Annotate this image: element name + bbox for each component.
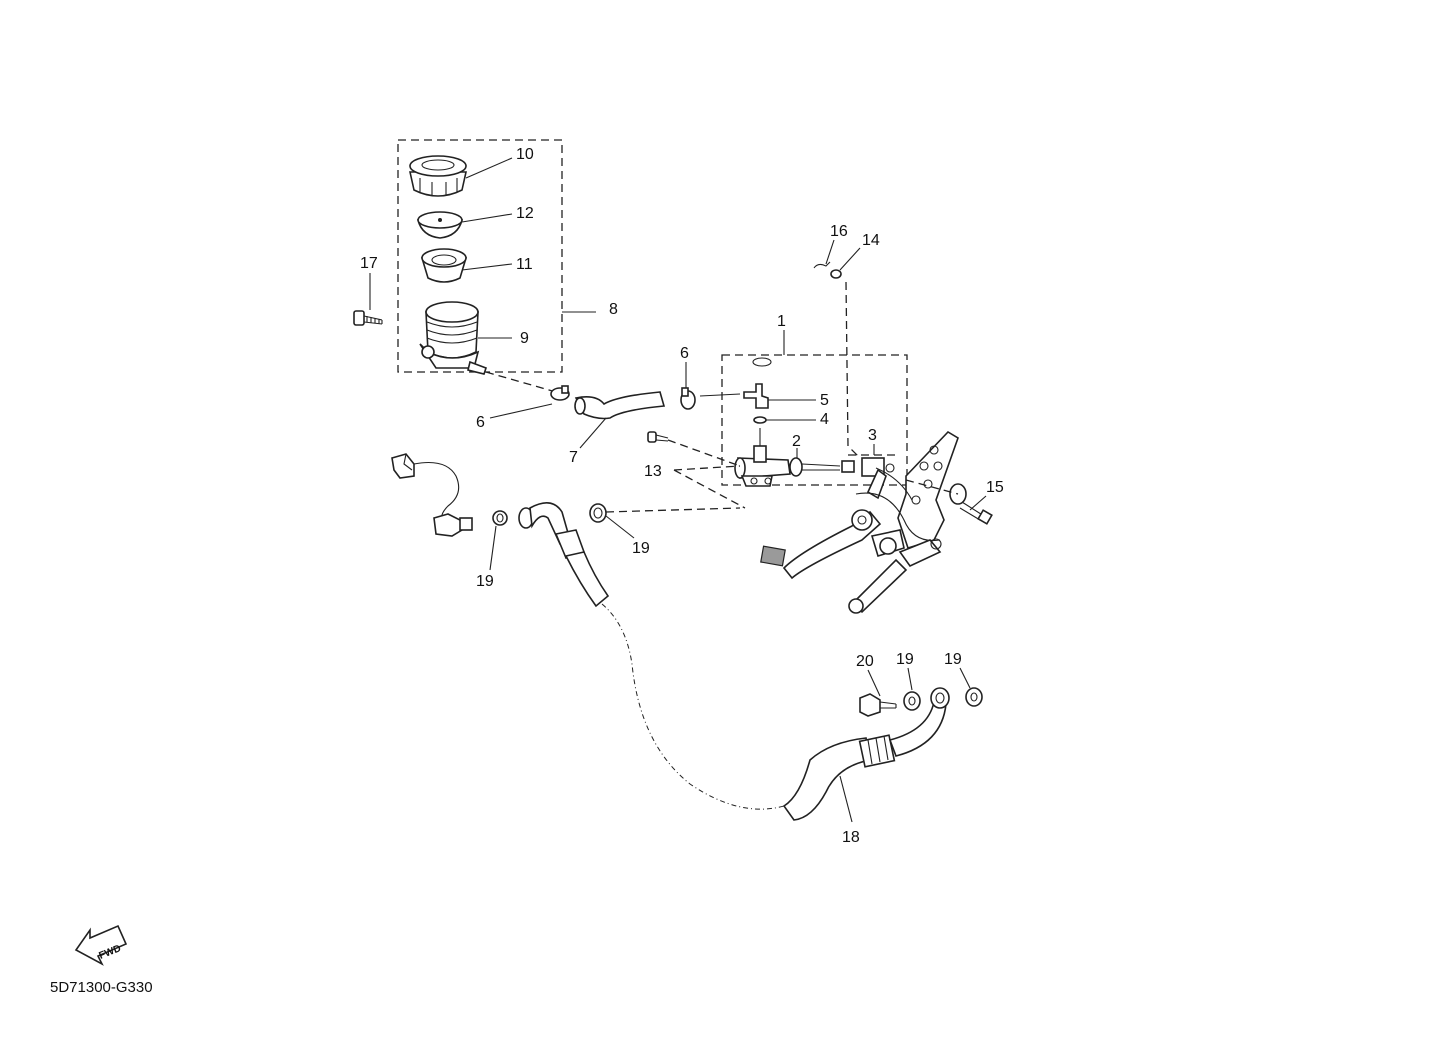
callout-5: 5 (820, 392, 829, 409)
diaphragm (420, 248, 468, 283)
callout-6-right: 6 (680, 345, 689, 362)
callout-14: 14 (862, 232, 880, 249)
reservoir-bolt (353, 310, 383, 326)
pivot-bolt (949, 483, 993, 525)
reservoir-cap (409, 155, 467, 197)
callout-20: 20 (856, 653, 874, 670)
group-box-1 (721, 354, 908, 486)
callout-10: 10 (516, 146, 534, 163)
callout-19-d: 19 (944, 651, 962, 668)
crush-washer-1 (492, 510, 508, 526)
callout-17: 17 (360, 255, 378, 272)
callout-15: 15 (986, 479, 1004, 496)
callout-11: 11 (516, 256, 533, 273)
crush-washer-2 (589, 503, 607, 523)
callout-13: 13 (644, 463, 662, 480)
piston-boot (789, 457, 841, 477)
callout-1: 1 (777, 313, 786, 330)
callout-16: 16 (830, 223, 848, 240)
cylinder-bolt (647, 431, 669, 443)
heel-guard-link (848, 529, 942, 614)
reservoir-body (419, 301, 488, 375)
crush-washer-3 (903, 691, 921, 711)
o-ring (753, 416, 767, 424)
drawing-code: 5D71300-G330 (50, 979, 153, 996)
circlip (752, 357, 772, 367)
callout-4: 4 (820, 411, 829, 428)
master-cylinder (734, 445, 791, 487)
callout-19-c: 19 (896, 651, 914, 668)
callout-12: 12 (516, 205, 534, 222)
crush-washer-4 (965, 687, 983, 707)
brake-hose (518, 502, 610, 608)
hose-joint (743, 383, 769, 409)
cotter-pin (813, 261, 831, 269)
union-bolt (859, 693, 897, 717)
callout-8: 8 (609, 301, 618, 318)
footrest-bracket (897, 430, 959, 549)
callout-2: 2 (792, 433, 801, 450)
hose-clamp-right (680, 387, 696, 410)
brake-light-switch (391, 453, 473, 537)
group-box-8 (397, 139, 563, 373)
reservoir-hose (574, 391, 666, 420)
forward-arrow-icon: FWD (74, 924, 128, 966)
callout-19-b: 19 (632, 540, 650, 557)
brake-pedal (760, 468, 887, 580)
callout-6-left: 6 (476, 414, 485, 431)
washer-14 (830, 269, 842, 279)
callout-7: 7 (569, 449, 578, 466)
diaphragm-plate (416, 211, 464, 239)
callout-18: 18 (842, 829, 860, 846)
callout-9: 9 (520, 330, 529, 347)
callout-3: 3 (868, 427, 877, 444)
hose-clamp-left (550, 385, 570, 401)
callout-19-a: 19 (476, 573, 494, 590)
